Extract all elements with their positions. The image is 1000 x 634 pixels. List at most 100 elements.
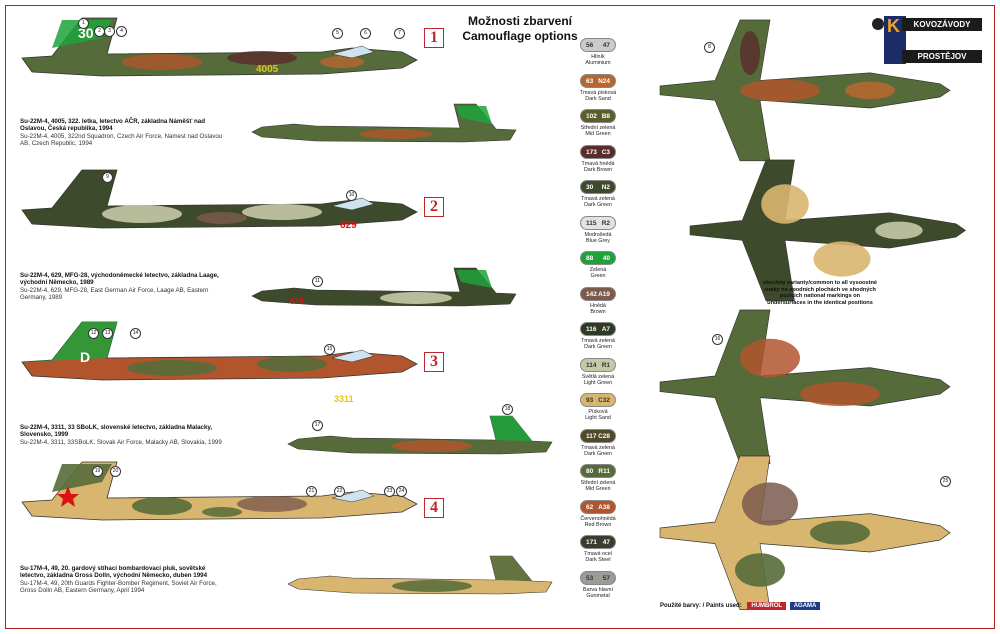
common-note: všechny varianty/common to all vysoostné… bbox=[762, 280, 878, 306]
side-code-text: 629 bbox=[340, 220, 357, 231]
k-logo-icon bbox=[884, 16, 906, 64]
title-czech: Možnosti zbarvení bbox=[467, 14, 572, 28]
brand-logo: KOVOZÁVODY PROSTĚJOV bbox=[872, 14, 984, 70]
caption-en: Su-22M-4, 4005, 322nd Squadron, Czech Ai… bbox=[20, 132, 223, 148]
callout-10: 10 bbox=[346, 190, 357, 201]
agama-code: 47 bbox=[602, 42, 610, 49]
caption-option-2: Su-22M-4, 629, MFG-28, východoněmecké le… bbox=[20, 272, 230, 302]
paint-name-en: Blue Grey bbox=[586, 237, 610, 244]
paint-name-cz: Zelená bbox=[589, 267, 607, 273]
paint-name-cz: Tmavá zelená bbox=[581, 444, 615, 451]
callout-19: 19 bbox=[92, 466, 103, 477]
page-title: Možnosti zbarvení Camouflage options bbox=[440, 14, 600, 44]
paint-chip: 30 N2 bbox=[580, 180, 616, 194]
caption-cz: Su-22M-4, 629, MFG-28, východoněmecké le… bbox=[20, 272, 219, 287]
humbrol-code: 30 bbox=[586, 184, 594, 191]
agama-code: R11 bbox=[598, 468, 610, 475]
paint-chip: 62 A38 bbox=[580, 499, 616, 514]
agama-code: R2 bbox=[601, 219, 610, 227]
paint-name-cz: Písková bbox=[588, 409, 608, 415]
agama-code: A38 bbox=[598, 503, 610, 511]
paint-name-cz: Tmavá zelená bbox=[581, 338, 615, 344]
agama-code: 40 bbox=[602, 255, 610, 262]
paint-name-en: Green bbox=[590, 273, 606, 279]
paint-name-cz: Tmavá ocel bbox=[584, 551, 612, 557]
agama-code: A7 bbox=[601, 326, 610, 333]
title-english: Camouflage options bbox=[462, 29, 578, 43]
tail-code-text: 3311 bbox=[334, 394, 354, 404]
humbrol-code: 62 bbox=[586, 503, 594, 511]
caption-option-3: Su-22M-4, 3311, 33 SBoLK, slovenské lete… bbox=[20, 424, 230, 446]
paints-used-label: Použité barvy: / Paints used: bbox=[660, 603, 742, 609]
callout-24: 24 bbox=[396, 486, 407, 497]
aircraft-topview-3 bbox=[659, 309, 951, 465]
paint-name-en: Light Green bbox=[583, 379, 613, 386]
logo-ring-icon bbox=[872, 18, 884, 30]
paint-name-en: Brown bbox=[590, 308, 606, 315]
callout-17: 17 bbox=[312, 420, 323, 431]
humbrol-code: 63 bbox=[586, 77, 594, 85]
brand-line2: PROSTĚJOV bbox=[902, 50, 982, 63]
callout-1: 1 bbox=[78, 18, 89, 29]
callout-7: 7 bbox=[394, 28, 405, 39]
agama-code: N24 bbox=[598, 77, 610, 85]
humbrol-code: 102 bbox=[586, 113, 597, 120]
caption-en: Su-22M-4, 3311, 33SBoLK, Slovak Air Forc… bbox=[20, 438, 222, 446]
paint-name-en: Dark Steel bbox=[585, 557, 611, 563]
callout-20: 20 bbox=[110, 466, 121, 477]
paints-used: Použité barvy: / Paints used: HUMBROL AG… bbox=[660, 602, 821, 610]
paint-chip: 63 N24 bbox=[580, 73, 616, 88]
paint-name-cz: Tmavá hnědá bbox=[581, 160, 615, 167]
aircraft-profile-4b bbox=[287, 555, 553, 595]
paint-name-cz: Hliník bbox=[591, 54, 605, 60]
aircraft-profile-3b bbox=[287, 415, 553, 455]
humbrol-logo: HUMBROL bbox=[747, 602, 787, 610]
option-badge-3: 3 bbox=[424, 352, 444, 372]
humbrol-code: 114 bbox=[586, 361, 597, 369]
humbrol-code: 115 bbox=[586, 219, 597, 227]
caption-cz: Su-22M-4, 4005, 322. letka, letectvo AČR… bbox=[20, 118, 205, 133]
humbrol-code: 142 bbox=[586, 290, 597, 298]
caption-option-1: Su-22M-4, 4005, 322. letka, letectvo AČR… bbox=[20, 118, 230, 148]
paint-name-cz: Modrošedá bbox=[584, 231, 612, 238]
paint-name-en: Dark Green bbox=[584, 202, 612, 208]
aircraft-profile-1: 30 4005 bbox=[21, 17, 418, 77]
callout-11: 11 bbox=[312, 276, 323, 287]
agama-code: N2 bbox=[601, 184, 610, 191]
callout-13: 13 bbox=[102, 328, 113, 339]
brand-line1: KOVOZÁVODY bbox=[902, 18, 982, 31]
callout-22: 22 bbox=[334, 486, 345, 497]
paint-name-en: Red Brown bbox=[584, 521, 612, 528]
paint-name-cz: Barva hlavní bbox=[583, 586, 613, 593]
caption-en: Su-17M-4, 49, 20th Guards Fighter-Bomber… bbox=[20, 579, 217, 595]
aircraft-bottomview-2 bbox=[689, 159, 967, 302]
callout-16: 16 bbox=[712, 334, 723, 345]
caption-cz: Su-17M-4, 49, 20. gardový stíhací bombar… bbox=[20, 565, 208, 580]
callout-18: 18 bbox=[502, 404, 513, 415]
agama-code: B8 bbox=[601, 113, 610, 120]
callout-25: 25 bbox=[940, 476, 951, 487]
option-badge-2: 2 bbox=[424, 197, 444, 217]
paint-name-cz: Červenohnědá bbox=[580, 515, 616, 522]
paint-name-cz: Světlá zelená bbox=[581, 373, 615, 380]
side-code-text: 30 bbox=[78, 25, 94, 41]
tail-code-text: 4005 bbox=[256, 64, 279, 75]
paint-name-cz: Střední zelená bbox=[580, 480, 616, 486]
callout-5: 5 bbox=[332, 28, 343, 39]
